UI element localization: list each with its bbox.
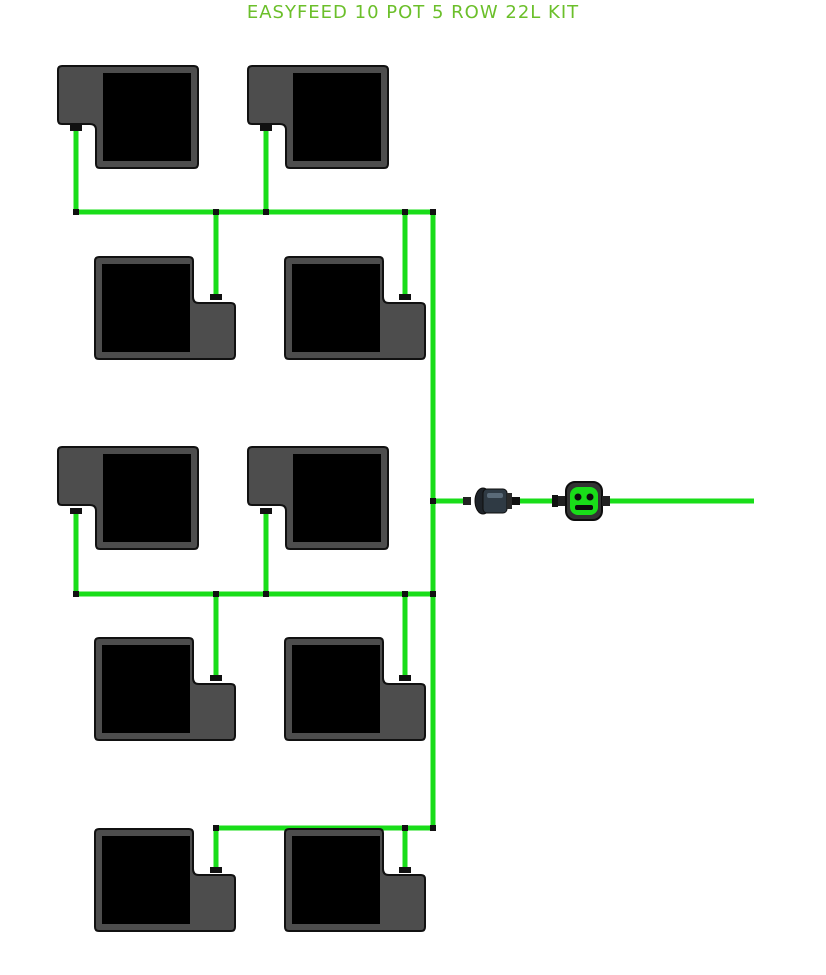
pipes <box>73 128 754 870</box>
connectors <box>70 125 436 873</box>
pipe-joint <box>402 209 408 215</box>
filter-housing <box>482 488 508 514</box>
pot-inlet-fitting <box>210 675 222 681</box>
pot-insert <box>292 645 380 733</box>
pipe-joint <box>430 209 436 215</box>
grow-pot-icon <box>94 828 236 932</box>
pot-inlet-fitting <box>210 294 222 300</box>
valve-knob-left <box>574 493 582 501</box>
pot-insert <box>293 73 381 161</box>
filter-outlet <box>512 497 520 505</box>
inline-filter-icon <box>463 487 520 515</box>
filter-highlight <box>487 493 503 498</box>
pots <box>57 65 426 932</box>
grow-pot-icon <box>284 828 426 932</box>
pipe-joint <box>263 209 269 215</box>
diagram-title: EASYFEED 10 POT 5 ROW 22L KIT <box>246 2 580 23</box>
pot-insert <box>102 836 190 924</box>
pipe-joint <box>213 825 219 831</box>
pipe-joint <box>430 825 436 831</box>
pipe-joint <box>73 209 79 215</box>
grow-pot-icon <box>57 65 199 169</box>
feed-valve-icon <box>552 481 610 521</box>
pot-inlet-fitting <box>399 294 411 300</box>
pipe-joint <box>402 591 408 597</box>
pipe-joint <box>73 591 79 597</box>
pot-insert <box>103 454 191 542</box>
pot-insert <box>292 836 380 924</box>
pot-insert <box>292 264 380 352</box>
grow-pot-icon <box>94 637 236 741</box>
grow-pot-icon <box>247 446 389 550</box>
valve-nut-left <box>558 496 568 506</box>
pot-insert <box>293 454 381 542</box>
pot-inlet-fitting <box>399 867 411 873</box>
pot-inlet-fitting <box>260 125 272 131</box>
pot-insert <box>102 264 190 352</box>
pipe-joint <box>402 825 408 831</box>
valve-face <box>570 487 598 515</box>
pot-inlet-fitting <box>70 125 82 131</box>
grow-pot-icon <box>94 256 236 360</box>
grow-pot-icon <box>57 446 199 550</box>
valve-fitting-left <box>552 495 558 507</box>
pot-inlet-fitting <box>70 508 82 514</box>
grow-pot-icon <box>284 637 426 741</box>
pot-inlet-fitting <box>399 675 411 681</box>
grow-pot-icon <box>247 65 389 169</box>
pipe-joint <box>430 498 436 504</box>
valve-knob-right <box>586 493 594 501</box>
pipe-joint <box>213 591 219 597</box>
pipe-joint <box>263 591 269 597</box>
filter-collar <box>507 493 512 509</box>
pot-insert <box>102 645 190 733</box>
pipe-joint <box>430 591 436 597</box>
pipe-joint <box>213 209 219 215</box>
valve-nut-right <box>602 496 610 506</box>
pot-inlet-fitting <box>260 508 272 514</box>
grow-pot-icon <box>284 256 426 360</box>
pot-inlet-fitting <box>210 867 222 873</box>
pot-insert <box>103 73 191 161</box>
valve-slot <box>575 505 593 510</box>
filter-inlet <box>463 497 471 505</box>
